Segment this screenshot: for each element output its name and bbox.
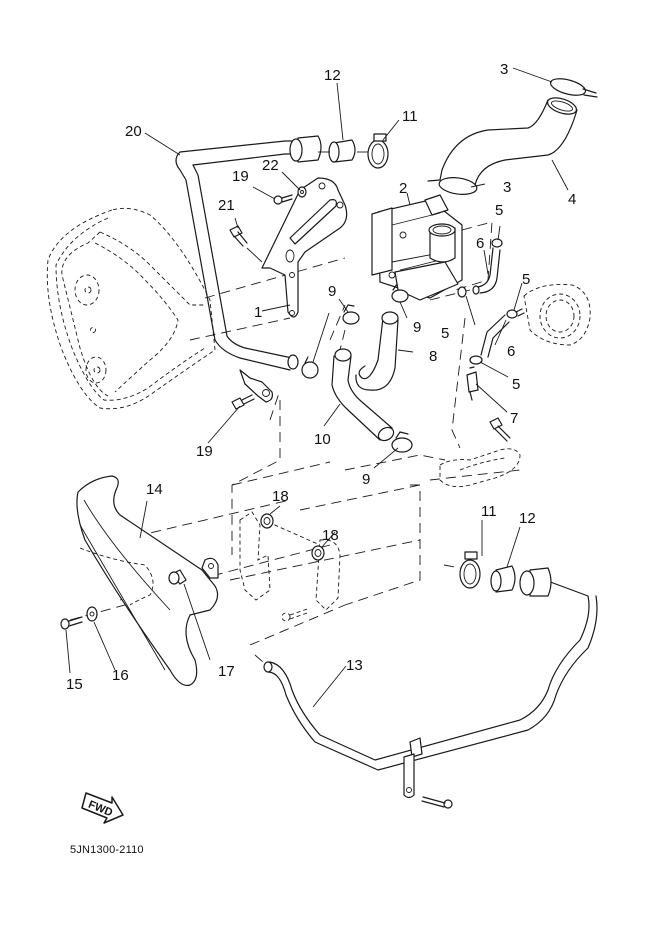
callout-21: 21 [218,197,235,214]
callout-15: 15 [66,676,83,693]
part-14-cover [76,475,219,687]
part-6-small-hose-lower [480,314,510,358]
callout-16: 16 [112,667,129,684]
part-22-washer [297,186,307,198]
part-10-hose [331,348,395,442]
callout-2: 2 [399,180,407,197]
callout-5-a: 5 [495,202,503,219]
stay-bolt-phantom [281,607,311,622]
part-9-clamp-left [301,356,319,379]
callout-1: 1 [254,304,262,321]
callout-3-upper: 3 [500,61,508,78]
callout-12-upper: 12 [324,67,341,84]
part-4-upper-hose [439,97,578,186]
callout-12-lower: 12 [519,510,536,527]
part-15-bolt [60,616,83,630]
part-8-hose [355,311,399,391]
callout-10: 10 [314,431,331,448]
part-11-upper-clamp [318,133,389,169]
callout-18-upper: 18 [272,488,289,505]
callout-6-lower: 6 [507,343,515,360]
stay-brackets-phantom [239,511,341,611]
callout-5-c: 5 [522,271,530,288]
part-11-lower-clamp [459,551,481,589]
part-19-lower-bolt [231,394,255,410]
part-16-washer [86,606,98,622]
part-20-upper-pipe [175,135,322,403]
callout-20: 20 [125,123,142,140]
part-5-clip-c [506,309,518,319]
callout-11-lower: 11 [481,503,497,520]
forward-direction-arrow-icon: FWD [81,792,124,824]
part-3-upper-clamp [549,78,598,98]
part-9-clamp-lower [391,431,413,453]
part-18-damper-upper [260,513,274,529]
part-9-clamp-upper [342,304,360,325]
part-1-bracket [261,177,348,318]
part-17-collar [168,569,187,585]
callout-leaders [65,67,569,708]
part-2-air-cutoff-valve [371,194,463,301]
callout-19-upper: 19 [232,168,249,185]
part-12-upper-sleeve [328,139,356,163]
part-5-clip-b [457,286,467,298]
callout-14: 14 [146,481,163,498]
callout-22: 22 [262,157,279,174]
callout-9-lower: 9 [362,471,370,488]
part-18-damper-lower [311,545,325,561]
callout-5-d: 5 [512,376,520,393]
part-12-lower-sleeve [490,565,516,593]
callout-11-upper: 11 [402,108,418,125]
lower-bracket-phantom-right [439,417,521,488]
part-5-clip-d [469,355,483,365]
diagram-part-code: 5JN1300-2110 [70,844,144,856]
part-21-bolt [229,225,263,263]
exhaust-port-phantom [515,284,591,346]
callout-8: 8 [429,348,437,365]
part-13-lower-pipe [263,567,598,809]
callout-18-lower: 18 [322,527,339,544]
callout-4: 4 [568,191,576,208]
callout-13: 13 [346,657,363,674]
part-7-fitting [466,366,479,401]
callout-17: 17 [218,663,235,680]
callout-numbers: 20 12 11 3 3 4 2 22 19 21 1 9 9 8 10 9 5… [66,61,576,693]
callout-19-lower: 19 [196,443,213,460]
callout-3-lower: 3 [503,179,511,196]
part-3-lower-clamp [427,177,478,195]
callout-9-mid: 9 [413,319,421,336]
part-19-upper-bolt [273,194,293,205]
callout-9-upper: 9 [328,283,336,300]
callout-6-upper: 6 [476,235,484,252]
part-6-small-hose-upper [472,247,501,295]
air-filter-housing-phantom [46,207,216,410]
callout-7: 7 [510,410,518,427]
callout-5-b: 5 [441,325,449,342]
part-5-clip-a [491,238,503,248]
